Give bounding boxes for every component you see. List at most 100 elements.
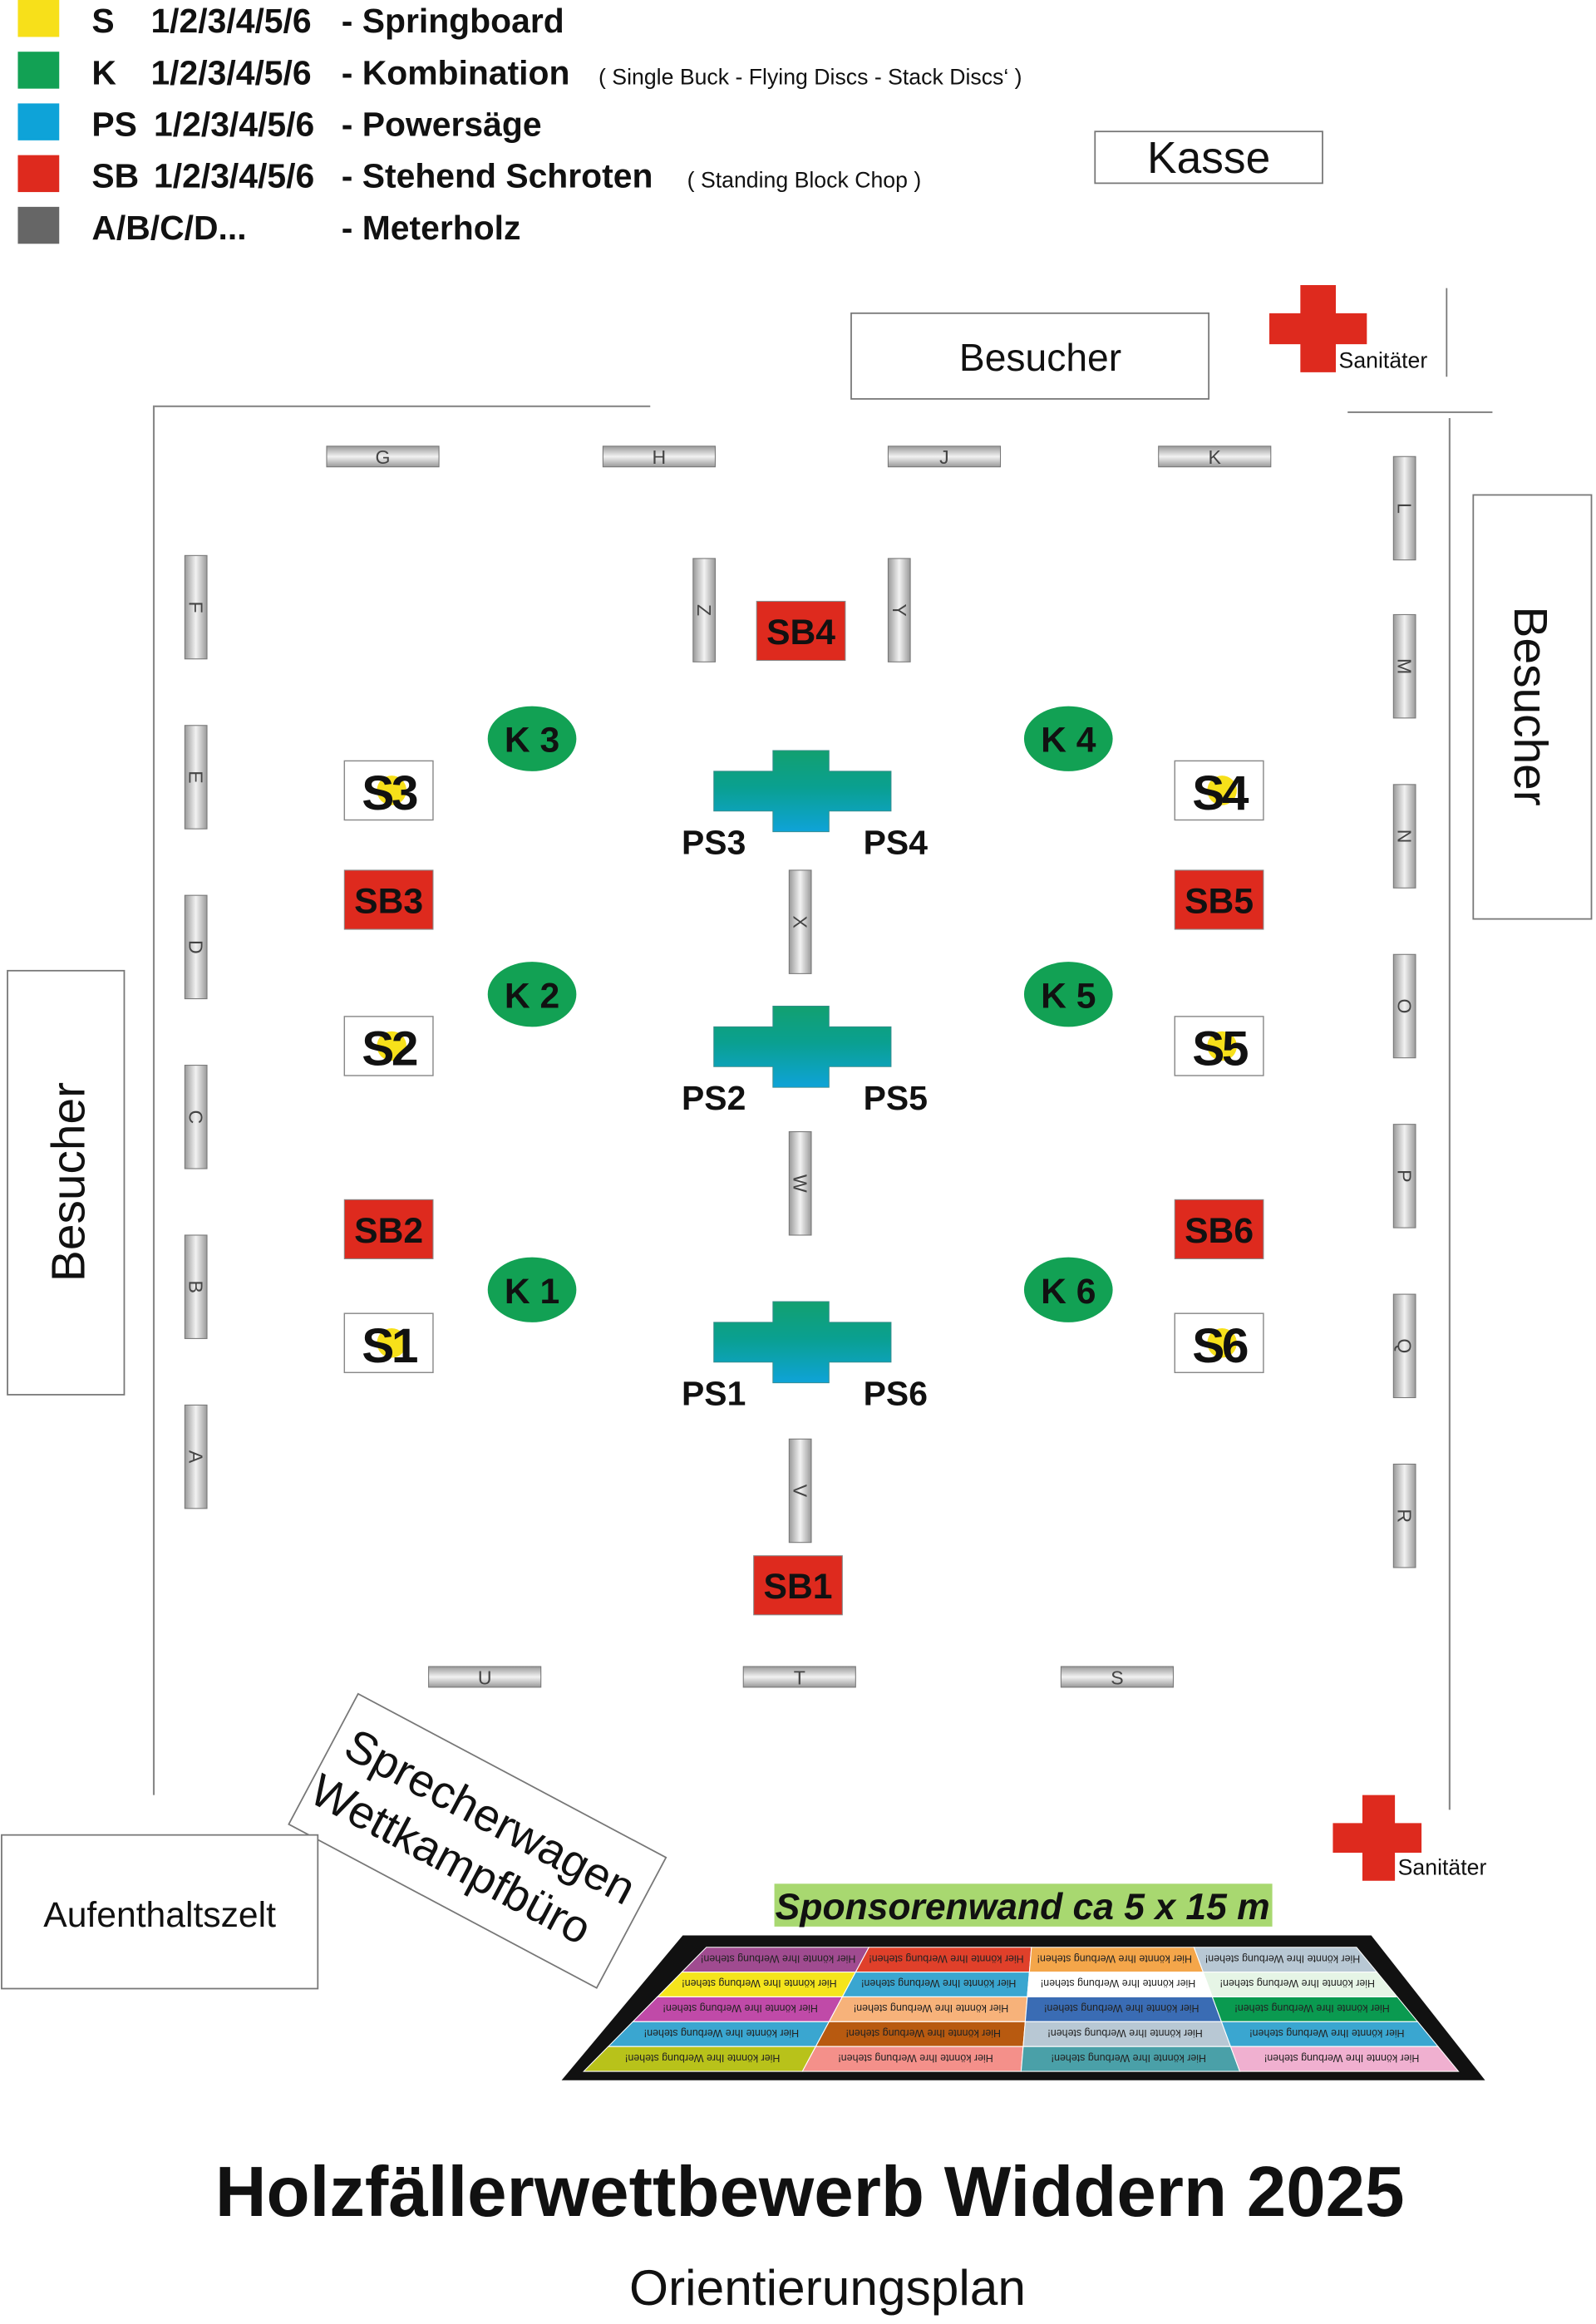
sponsor-slot: Hier könnte Ihre Werbung stehen! <box>582 2046 817 2072</box>
station-label: PS2 <box>682 1079 746 1117</box>
meterholz-label: U <box>478 1667 492 1688</box>
station-label: SB2 <box>354 1211 423 1251</box>
meterholz-label: R <box>1394 1509 1416 1523</box>
sponsor-slot: Hier könnte Ihre Werbung stehen! <box>1020 2046 1241 2072</box>
legend-label: - Stehend Schroten <box>342 157 653 195</box>
sponsor-slot-text: Hier könnte Ihre Werbung stehen! <box>838 2052 993 2064</box>
sponsor-slot: Hier könnte Ihre Werbung stehen! <box>1220 2021 1440 2047</box>
legend-code: SB <box>91 157 139 195</box>
aufenthaltszelt-label: Aufenthaltszelt <box>43 1895 276 1935</box>
sponsor-slot-text: Hier könnte Ihre Werbung stehen! <box>663 2002 817 2014</box>
besucher-label: Besucher <box>42 1082 95 1282</box>
sponsor-slot-text: Hier könnte Ihre Werbung stehen! <box>1044 2002 1199 2014</box>
sponsor-slot-text: Hier könnte Ihre Werbung stehen! <box>869 1952 1023 1964</box>
kasse-label: Kasse <box>1147 134 1270 183</box>
legend-numbers: 1/2/3/4/5/6 <box>150 2 311 40</box>
legend-note: ( Standing Block Chop ) <box>687 168 922 193</box>
legend-label: - Kombination <box>342 53 570 91</box>
sanitaeter-top: Sanitäter <box>1269 285 1448 377</box>
sponsor-slot-text: Hier könnte Ihre Werbung stehen! <box>846 2027 1001 2039</box>
meterholz-Q: Q <box>1392 1293 1416 1399</box>
legend-item: A/B/C/D...- Meterholz <box>17 206 520 247</box>
station-label: S2 <box>362 1022 417 1076</box>
sponsor-slot-text: Hier könnte Ihre Werbung stehen! <box>625 2052 780 2064</box>
sponsor-slot: Hier könnte Ihre Werbung stehen! <box>801 2046 1024 2072</box>
legend-note: ( Single Buck - Flying Discs - Stack Dis… <box>598 64 1022 89</box>
besucher-top: Besucher <box>850 312 1210 400</box>
meterholz-label: P <box>1394 1169 1416 1182</box>
station-s3: S3 <box>343 760 434 821</box>
meterholz-label: S <box>1111 1667 1123 1688</box>
meterholz-U: U <box>428 1666 542 1688</box>
sponsor-slot: Hier könnte Ihre Werbung stehen! <box>1202 1972 1399 1997</box>
station-k1: K 1 <box>487 1257 577 1322</box>
meterholz-label: A <box>185 1450 207 1464</box>
meterholz-Y: Y <box>887 558 911 662</box>
meterholz-T: T <box>742 1666 856 1688</box>
sponsor-slot-text: Hier könnte Ihre Werbung stehen! <box>701 1952 855 1964</box>
station-label: K 6 <box>1041 1272 1096 1312</box>
legend-label: - Powersäge <box>342 106 542 144</box>
station-label: PS5 <box>864 1079 928 1117</box>
sponsor-slot-text: Hier könnte Ihre Werbung stehen! <box>1264 2052 1419 2064</box>
besucher-left: Besucher <box>7 969 126 1396</box>
meterholz-label: M <box>1394 658 1416 674</box>
springboard-icon <box>1207 1327 1237 1358</box>
meterholz-K: K <box>1158 446 1272 468</box>
sponsor-slot-text: Hier könnte Ihre Werbung stehen! <box>1249 2027 1404 2039</box>
sponsor-slot: Hier könnte Ihre Werbung stehen! <box>1027 1972 1214 1997</box>
station-sb4: SB4 <box>756 600 846 662</box>
sponsor-slot-text: Hier könnte Ihre Werbung stehen! <box>1220 1977 1375 1989</box>
meterholz-label: V <box>790 1485 811 1498</box>
page-subtitle: Orientierungsplan <box>629 2259 1026 2316</box>
legend-swatch <box>17 206 60 244</box>
meterholz-L: L <box>1392 455 1416 561</box>
besucher-label: Besucher <box>1504 607 1556 806</box>
meterholz-G: G <box>326 446 440 468</box>
meterholz-A: A <box>184 1404 208 1509</box>
sponsor-slot-text: Hier könnte Ihre Werbung stehen! <box>1234 2002 1389 2014</box>
legend-numbers: 1/2/3/4/5/6 <box>154 106 314 144</box>
station-s6: S6 <box>1174 1312 1264 1374</box>
meterholz-X: X <box>788 869 812 974</box>
station-label: SB1 <box>764 1567 833 1607</box>
sponsor-slot: Hier könnte Ihre Werbung stehen! <box>1028 1947 1204 1973</box>
springboard-icon <box>377 1031 406 1061</box>
sponsor-slot: Hier könnte Ihre Werbung stehen! <box>1229 2046 1460 2072</box>
meterholz-label: Y <box>889 603 910 616</box>
legend-label: - Springboard <box>342 2 564 40</box>
station-label: PS3 <box>682 823 746 861</box>
springboard-icon <box>1207 1031 1237 1061</box>
station-label: SB3 <box>354 881 423 921</box>
meterholz-Z: Z <box>692 558 716 662</box>
sponsor-slot-text: Hier könnte Ihre Werbung stehen! <box>682 1977 836 1989</box>
meterholz-label: G <box>376 446 391 468</box>
sponsor-slot: Hier könnte Ihre Werbung stehen! <box>855 1947 1032 1973</box>
station-s1: S1 <box>343 1312 434 1374</box>
sponsorenwand-title: Sponsorenwand ca 5 x 15 m <box>776 1887 1270 1928</box>
legend-swatch <box>17 155 60 193</box>
sponsor-slot-text: Hier könnte Ihre Werbung stehen! <box>1205 1952 1360 1964</box>
meterholz-label: E <box>185 771 207 783</box>
station-k6: K 6 <box>1023 1257 1113 1322</box>
sponsor-slot: Hier könnte Ihre Werbung stehen! <box>815 2021 1026 2047</box>
station-label: S6 <box>1192 1319 1248 1373</box>
station-s2: S2 <box>343 1016 434 1076</box>
powersaege-station: PS2 PS5 <box>682 1006 928 1117</box>
station-label: S3 <box>362 766 417 820</box>
station-sb5: SB5 <box>1174 869 1264 930</box>
station-label: K 3 <box>505 721 559 761</box>
besucher-right: Besucher <box>1472 494 1593 920</box>
legend-code: PS <box>91 106 137 144</box>
springboard-icon <box>1207 775 1237 805</box>
meterholz-H: H <box>602 446 716 468</box>
meterholz-S: S <box>1060 1666 1175 1688</box>
legend-code: K <box>91 53 116 91</box>
legend-swatch <box>17 52 60 89</box>
station-label: K 5 <box>1041 976 1096 1016</box>
meterholz-label: N <box>1394 830 1416 844</box>
station-k3: K 3 <box>487 706 577 771</box>
